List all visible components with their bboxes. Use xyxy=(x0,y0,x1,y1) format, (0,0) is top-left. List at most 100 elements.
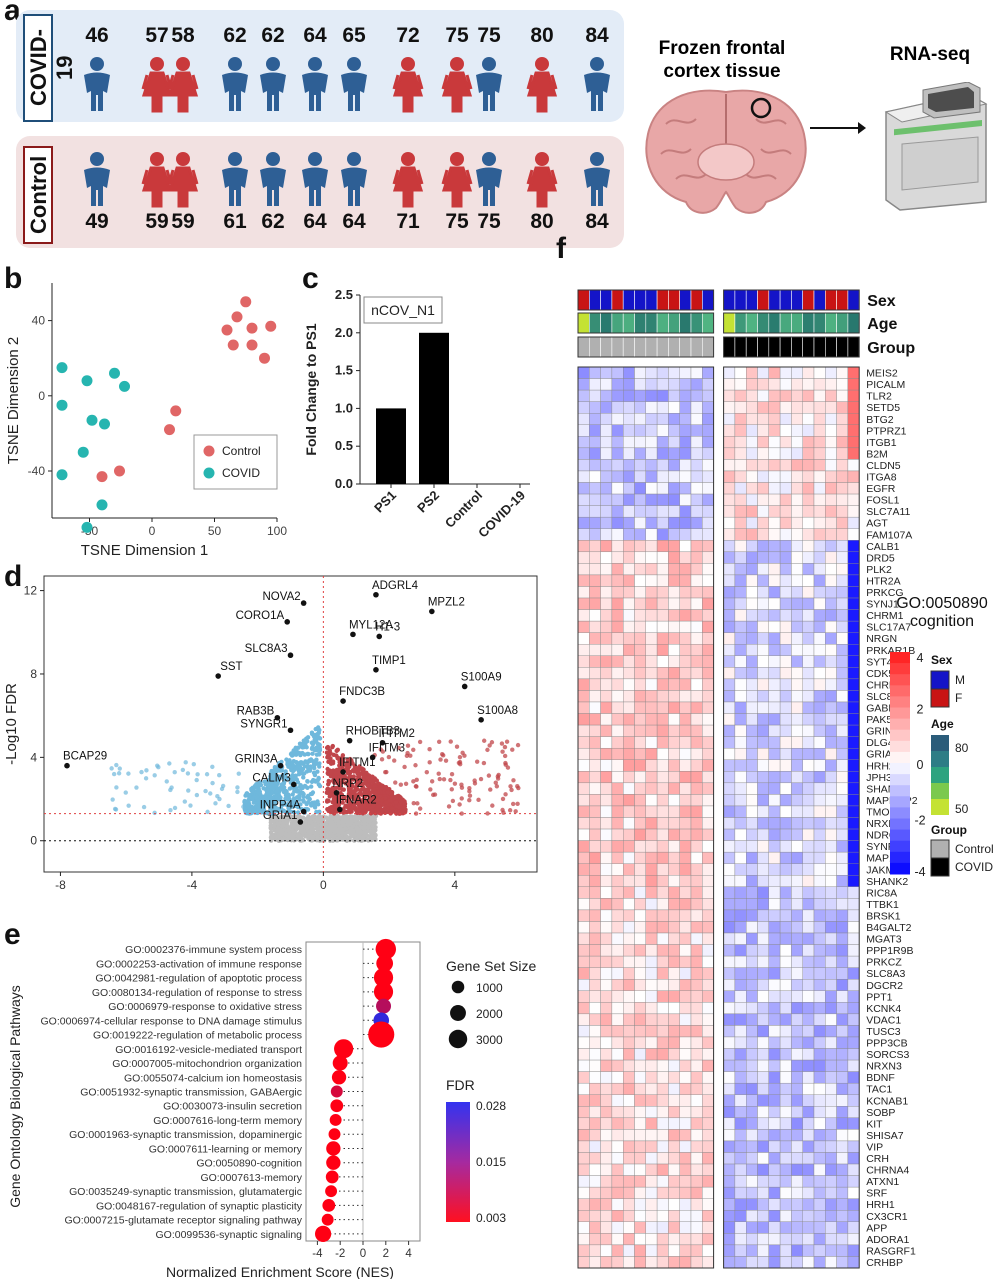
heatmap-cell xyxy=(668,528,680,541)
up-gene-point xyxy=(457,754,463,760)
up-gene-point xyxy=(360,768,365,774)
heatmap-cell xyxy=(847,840,860,853)
pathway-dot xyxy=(332,1055,348,1071)
heatmap-cell xyxy=(634,724,647,737)
heatmap-cell xyxy=(734,540,747,553)
heatmap-cell xyxy=(757,736,770,749)
heatmap-cell xyxy=(723,828,736,841)
heatmap-cell xyxy=(611,828,624,841)
heatmap-cell xyxy=(757,1002,770,1015)
gene-label: SYNGR1 xyxy=(240,718,287,730)
heatmap-cell xyxy=(836,782,849,795)
heatmap-cell xyxy=(656,1140,669,1153)
heatmap-cell xyxy=(589,886,601,899)
heatmap-cell xyxy=(825,990,837,1003)
down-gene-point xyxy=(172,770,177,775)
person-head xyxy=(176,57,190,71)
down-gene-point xyxy=(266,801,271,806)
heatmap-cell xyxy=(600,516,613,529)
heatmap-cell xyxy=(779,724,792,737)
heatmap-cell xyxy=(645,1013,658,1026)
male-person-icon xyxy=(222,57,248,111)
heatmap-cell xyxy=(734,678,747,691)
heatmap-cell xyxy=(690,436,703,449)
down-gene-point xyxy=(143,776,149,781)
heatmap-cell xyxy=(768,551,781,564)
bar xyxy=(419,332,449,484)
heatmap-cell xyxy=(656,909,669,922)
heatmap-cell xyxy=(589,955,601,968)
ns-gene-point xyxy=(354,825,359,831)
heatmap-cell xyxy=(702,620,714,633)
age-legend-swatch xyxy=(931,799,949,815)
heatmap-cell xyxy=(600,655,613,668)
up-gene-point xyxy=(440,752,445,757)
covid-age-label: 46 xyxy=(85,24,109,47)
heatmap-cell xyxy=(690,528,703,541)
legend-box xyxy=(193,434,278,490)
age-annotation-cell xyxy=(577,312,590,334)
heatmap-cell xyxy=(802,1002,815,1015)
heatmap-cell xyxy=(745,898,758,911)
heatmap-cell xyxy=(813,736,826,749)
heatmap-cell xyxy=(779,747,792,760)
age-annotation-cell xyxy=(645,312,658,334)
heatmap-cell xyxy=(702,955,714,968)
pathway-label: GO:0002253-activation of immune response xyxy=(96,958,302,970)
heatmap-cell xyxy=(611,1048,624,1061)
heatmap-cell xyxy=(757,1129,770,1142)
up-gene-point xyxy=(402,764,407,770)
up-gene-point xyxy=(345,757,351,762)
heatmap-cell xyxy=(847,944,860,957)
heatmap-cell xyxy=(645,540,658,553)
heatmap-cell xyxy=(825,540,837,553)
down-gene-point xyxy=(315,725,321,730)
heatmap-cell xyxy=(577,436,590,449)
colorscale-step xyxy=(890,718,910,731)
heatmap-cell xyxy=(589,586,601,599)
heatmap-cell xyxy=(679,413,692,425)
heatmap-cell xyxy=(791,1256,803,1269)
heatmap-cell xyxy=(836,505,849,518)
heatmap-cell xyxy=(702,609,714,622)
heatmap-cell xyxy=(745,1048,758,1061)
heatmap-cell xyxy=(813,898,826,911)
down-gene-point xyxy=(258,782,264,788)
ns-gene-point xyxy=(370,828,375,834)
heatmap-cell xyxy=(757,1071,770,1084)
heatmap-cell xyxy=(589,1152,601,1165)
ns-gene-point xyxy=(323,822,329,828)
person-head xyxy=(347,152,361,166)
sex-annotation-cell xyxy=(757,289,770,311)
heatmap-cell xyxy=(656,886,669,899)
heatmap-cell xyxy=(813,482,826,495)
covid-age-label: 62 xyxy=(223,24,247,47)
heatmap-cell xyxy=(802,1140,815,1153)
ns-gene-point xyxy=(372,818,377,823)
up-gene-point xyxy=(488,787,493,792)
heatmap-cell xyxy=(768,701,781,714)
heatmap-cell xyxy=(791,851,803,864)
heatmap-cell xyxy=(836,1013,849,1026)
heatmap-cell xyxy=(690,840,703,853)
heatmap-cell xyxy=(668,736,680,749)
heatmap-cell xyxy=(836,979,849,991)
heatmap-cell xyxy=(679,470,692,483)
heatmap-cell xyxy=(577,851,590,864)
heatmap-cell xyxy=(734,586,747,599)
heatmap-cell xyxy=(723,875,736,888)
control-point xyxy=(240,296,252,308)
heatmap-cell xyxy=(723,574,736,587)
up-gene-point xyxy=(337,763,343,768)
heatmap-cell xyxy=(623,528,635,541)
heatmap-cell xyxy=(825,967,837,980)
heatmap-cell xyxy=(757,493,770,506)
heatmap-cell xyxy=(611,1002,624,1015)
gene-label: SHANK2 xyxy=(866,876,908,888)
female-person-icon xyxy=(141,57,173,113)
heatmap-cell xyxy=(679,620,692,633)
heatmap-cell xyxy=(702,493,714,506)
heatmap-cell xyxy=(813,459,826,472)
heatmap-cell xyxy=(745,863,758,876)
heatmap-cell xyxy=(723,840,736,853)
